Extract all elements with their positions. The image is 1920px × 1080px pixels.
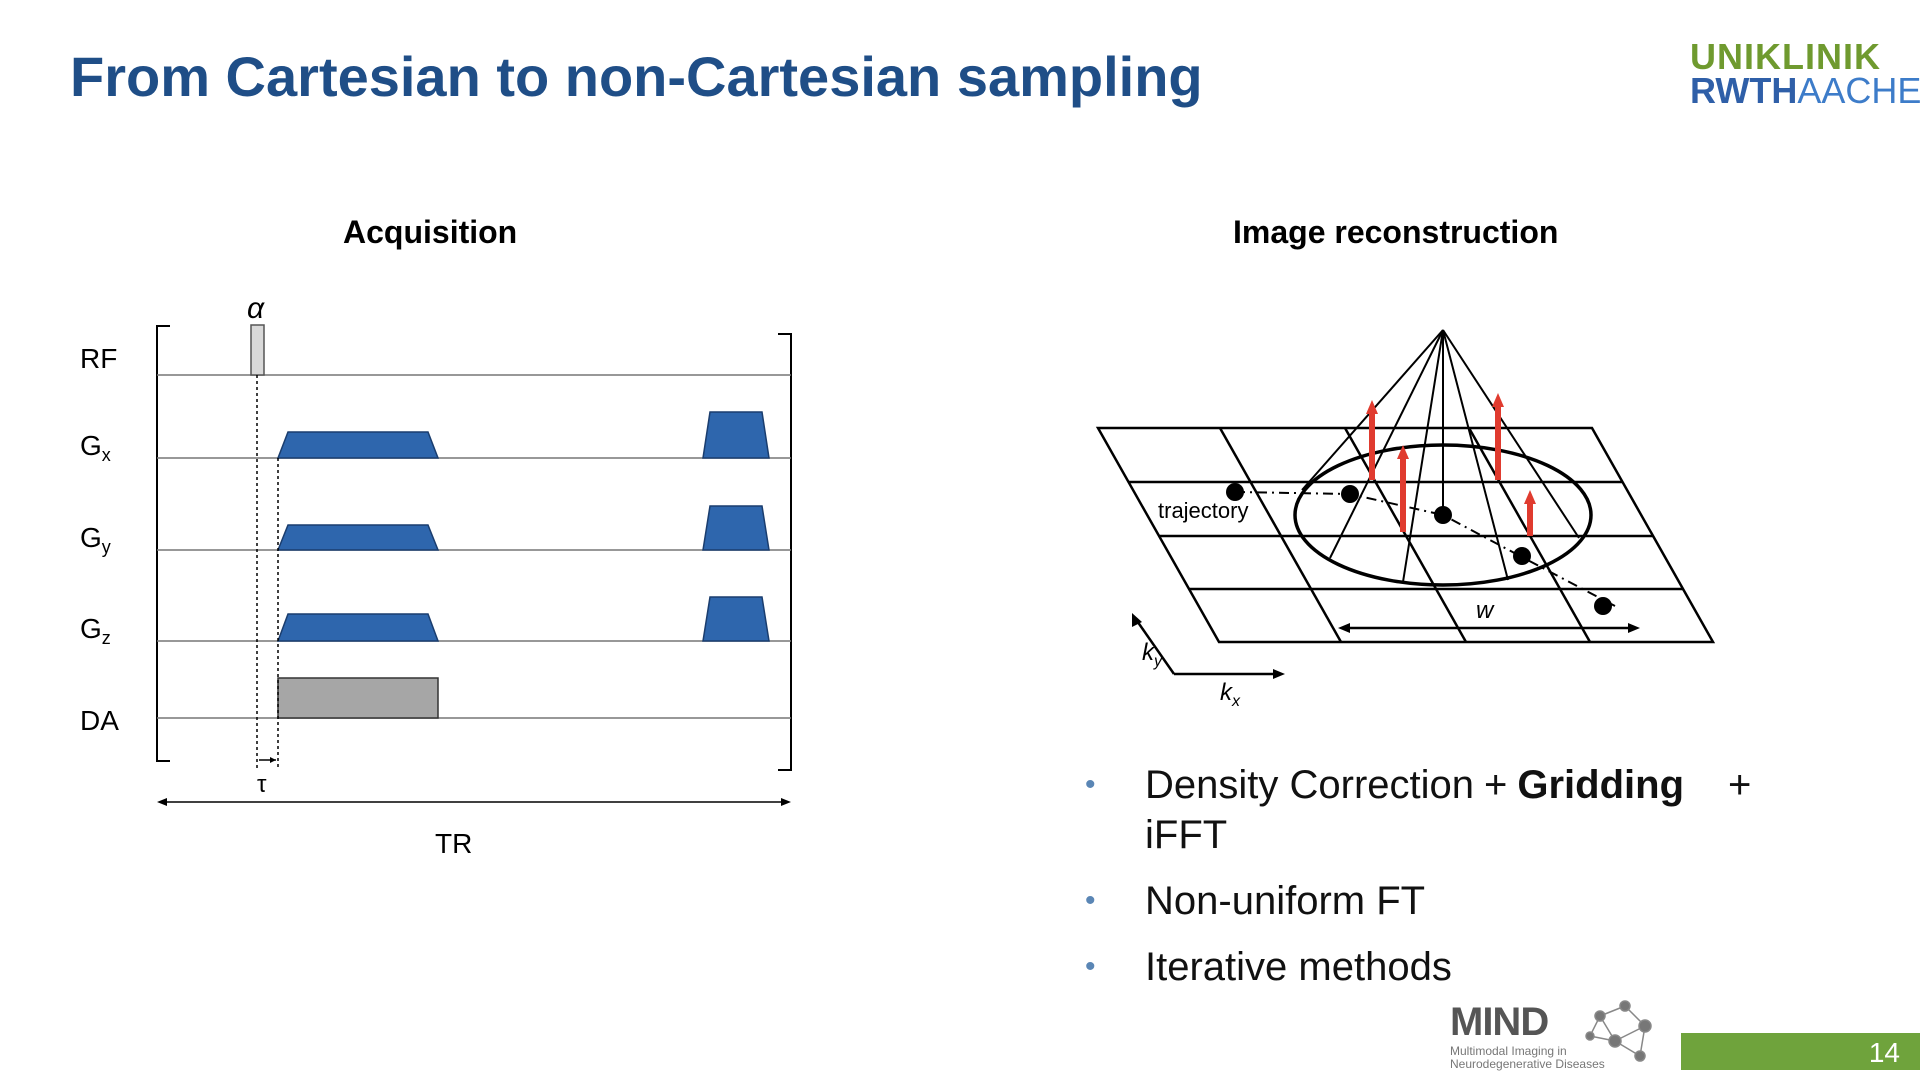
sample-point <box>1434 506 1452 524</box>
page-number: 14 <box>1868 1037 1900 1068</box>
rf-pulse <box>250 324 265 376</box>
acquisition-heading: Acquisition <box>343 214 518 250</box>
gz-gradient <box>276 613 440 642</box>
kx-label: kx <box>1220 679 1241 710</box>
mind-logo: MIND Multimodal Imaging in Neurodegenera… <box>1450 1000 1652 1071</box>
gy-spoiler-gradient <box>702 505 770 551</box>
tr-arrowhead-left <box>157 798 167 806</box>
tau-label: τ <box>257 771 267 798</box>
flip-angle-label: α <box>247 292 265 325</box>
left-bracket <box>156 325 170 762</box>
reconstruction-heading: Image reconstruction <box>1233 214 1559 250</box>
ky-label: ky <box>1142 639 1163 670</box>
data-acquisition-window <box>277 677 439 719</box>
sampling-trajectory <box>1234 491 1616 607</box>
kernel-cone-lines <box>1301 329 1580 583</box>
mind-sub1: Multimodal Imaging in <box>1450 1044 1567 1058</box>
list-item: Non-uniform FT <box>1085 876 1785 926</box>
tau-arrowhead <box>270 757 276 763</box>
uniklinik-logo: UNIKLINIK RWTHAACHEN <box>1690 36 1920 109</box>
tr-label: TR <box>435 828 472 859</box>
grid-col-line <box>1343 427 1468 643</box>
mind-network-graphic <box>1585 1000 1652 1062</box>
row-label-gz: Gz <box>80 613 111 648</box>
kx-arrowhead <box>1273 669 1285 679</box>
gz-spoiler-gradient <box>702 596 770 642</box>
ky-axis <box>1133 617 1176 675</box>
row-label-gy: Gy <box>80 522 111 557</box>
gridding-diagram: trajectory w ky kx <box>1095 329 1716 710</box>
sample-point <box>1341 485 1359 503</box>
method-list: Density Correction+Gridding+iFFT Non-uni… <box>1085 760 1785 1008</box>
row-label-rf: RF <box>80 343 117 374</box>
gy-gradient <box>276 524 440 551</box>
plus-sign: + <box>1484 763 1508 807</box>
ifft-text: iFFT <box>1145 813 1228 857</box>
kernel-width-label: w <box>1476 597 1495 624</box>
logo-line1: UNIKLINIK <box>1690 36 1881 77</box>
weight-arrows <box>1366 393 1536 536</box>
row-label-gx: Gx <box>80 430 111 465</box>
ky-arrowhead <box>1132 613 1142 627</box>
gridding-text: Gridding <box>1517 763 1685 807</box>
sample-point <box>1594 597 1612 615</box>
gx-spoiler-gradient <box>702 411 770 459</box>
plus-sign: + <box>1728 763 1752 807</box>
logo-rwth: RWTH <box>1690 70 1798 112</box>
kernel-width-arrowhead <box>1338 623 1350 633</box>
sample-point <box>1513 547 1531 565</box>
page-number-box: 14 <box>1681 1033 1920 1070</box>
row-label-da: DA <box>80 705 119 736</box>
density-correction-text: Density Correction <box>1145 763 1475 807</box>
sample-point <box>1226 483 1244 501</box>
mind-word: MIND <box>1450 1000 1549 1044</box>
grid-col-line <box>1218 427 1343 643</box>
logo-aachen: AACHEN <box>1797 70 1920 112</box>
list-item: Density Correction+Gridding+iFFT <box>1085 760 1785 860</box>
gx-readout-gradient <box>276 431 440 459</box>
logo-line2: RWTHAACHEN <box>1690 73 1920 109</box>
list-item: Iterative methods <box>1085 942 1785 992</box>
right-bracket <box>778 333 792 771</box>
mind-sub2: Neurodegenerative Diseases <box>1450 1057 1605 1071</box>
pulse-sequence-diagram: RF Gx Gy Gz DA α τ TR <box>80 292 792 859</box>
kernel-width-arrowhead <box>1628 623 1640 633</box>
slide-title: From Cartesian to non-Cartesian sampling <box>70 45 1203 108</box>
trajectory-label: trajectory <box>1158 498 1248 523</box>
tr-arrowhead-right <box>781 798 791 806</box>
